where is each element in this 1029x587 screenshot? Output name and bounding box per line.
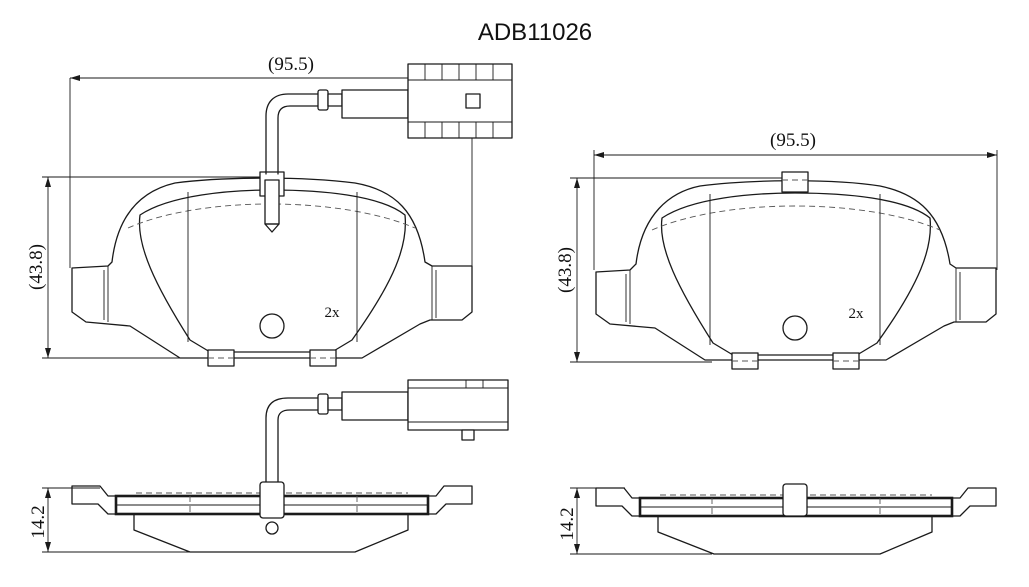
left-quantity-label: 2x	[325, 305, 341, 321]
sensor-tip	[265, 521, 279, 535]
right-brake-pad-front-view: (95.5) (43.8) 2x	[555, 130, 998, 370]
left-thickness-label: 14.2	[28, 505, 49, 538]
sensor-connector-top	[407, 63, 513, 139]
right-quantity-label: 2x	[849, 306, 865, 322]
wear-sensor-top	[265, 63, 513, 175]
part-number-title: ADB11026	[478, 19, 592, 46]
right-side-clip	[782, 483, 808, 517]
right-height-label: (43.8)	[555, 247, 576, 293]
right-side-view: 14.2	[557, 483, 997, 555]
right-top-clip	[781, 171, 809, 193]
right-width-dimension: (95.5)	[593, 130, 998, 270]
left-width-dimension: (95.5)	[69, 54, 473, 268]
left-side-view: 14.2	[28, 379, 509, 553]
left-friction-material	[138, 189, 407, 353]
left-brake-pad-front-view: (95.5) (43.8) 2x	[26, 54, 473, 367]
left-height-label: (43.8)	[26, 244, 47, 290]
right-friction-material	[660, 192, 932, 356]
right-thickness-label: 14.2	[557, 507, 578, 540]
left-width-label: (95.5)	[268, 54, 314, 75]
sensor-connector-side	[407, 379, 509, 441]
right-width-label: (95.5)	[770, 130, 816, 151]
left-pad-hole	[259, 313, 285, 339]
right-pad-hole	[782, 315, 808, 341]
left-height-dimension: (43.8)	[26, 176, 272, 359]
right-height-dimension: (43.8)	[555, 177, 790, 363]
left-backing-plate	[71, 177, 473, 359]
right-backing-plate	[595, 180, 997, 361]
